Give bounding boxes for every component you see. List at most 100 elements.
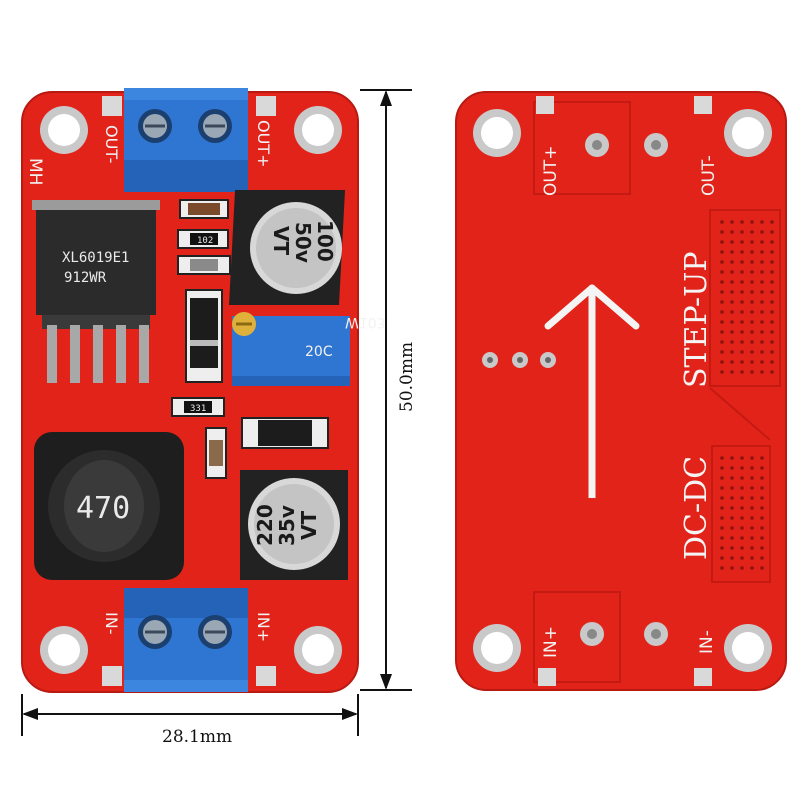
via-dot — [750, 290, 754, 294]
mounting-hole — [724, 624, 772, 672]
mounting-hole — [40, 626, 88, 674]
via-dot — [750, 240, 754, 244]
via-dot — [720, 260, 724, 264]
front-mh-label: MH — [25, 158, 45, 185]
via-dot — [720, 310, 724, 314]
via-dot — [740, 330, 744, 334]
via-dot — [750, 506, 754, 510]
back-in-plus-label: IN+ — [541, 626, 561, 658]
via-dot — [770, 320, 774, 324]
dc-dc-label: DC-DC — [679, 456, 714, 560]
via-dot — [730, 240, 734, 244]
via-dot — [720, 220, 724, 224]
via-dot — [750, 360, 754, 364]
pot-marking-line2: 20C — [305, 344, 333, 360]
back-in-minus-label: IN- — [697, 630, 717, 654]
via-dot — [750, 280, 754, 284]
mounting-hole — [473, 624, 521, 672]
front-in-minus-label: IN- — [102, 612, 121, 634]
via-dot — [730, 496, 734, 500]
via-dot — [760, 270, 764, 274]
via-dot — [750, 250, 754, 254]
input-terminal-block — [124, 588, 248, 692]
via-dot — [740, 320, 744, 324]
via-dot — [730, 536, 734, 540]
via-dot — [720, 566, 724, 570]
via-dot — [760, 310, 764, 314]
via-dot — [750, 300, 754, 304]
via-dot — [730, 516, 734, 520]
via-dot — [720, 290, 724, 294]
via-dot — [740, 370, 744, 374]
schottky-diode — [185, 289, 223, 383]
via-dot — [730, 350, 734, 354]
via-dot — [730, 546, 734, 550]
via-dot — [770, 350, 774, 354]
via-dot — [730, 290, 734, 294]
front-board: OUT- OUT+ MH XL6019E1 912WR 102 — [21, 88, 386, 693]
via-dot — [750, 456, 754, 460]
via-dot — [750, 340, 754, 344]
via-dot — [740, 310, 744, 314]
via-dot — [720, 240, 724, 244]
smd-diode — [241, 417, 329, 449]
smd-resistor: 102 — [177, 229, 229, 249]
via-dot — [750, 330, 754, 334]
via-dot — [740, 516, 744, 520]
cap-bottom-series: VT — [297, 511, 321, 540]
via-dot — [760, 360, 764, 364]
front-in-plus-label: IN+ — [254, 612, 273, 642]
via-dot — [720, 320, 724, 324]
via-dot — [720, 486, 724, 490]
via-dot — [770, 230, 774, 234]
via-dot — [740, 476, 744, 480]
via-dot — [740, 250, 744, 254]
via-field — [720, 220, 774, 570]
step-up-label: STEP-UP — [679, 251, 714, 388]
resistor-marking: 102 — [197, 236, 213, 246]
via-dot — [720, 250, 724, 254]
via-dot — [730, 340, 734, 344]
via-dot — [740, 350, 744, 354]
via-dot — [720, 370, 724, 374]
via-dot — [730, 220, 734, 224]
width-dimension: 28.1mm — [21, 694, 359, 747]
via-dot — [730, 250, 734, 254]
mounting-hole — [294, 626, 342, 674]
via-dot — [760, 546, 764, 550]
resistor-marking-331: 331 — [190, 404, 206, 414]
via-dot — [740, 340, 744, 344]
via-dot — [730, 556, 734, 560]
via-dot — [740, 526, 744, 530]
via-dot — [750, 270, 754, 274]
via-dot — [770, 280, 774, 284]
via-dot — [760, 300, 764, 304]
chip-marking-line1: XL6019E1 — [62, 250, 129, 266]
via-dot — [760, 526, 764, 530]
via-dot — [720, 360, 724, 364]
smd-resistor — [179, 199, 229, 219]
via-dot — [730, 506, 734, 510]
via-dot — [770, 370, 774, 374]
via-dot — [740, 260, 744, 264]
via-dot — [750, 320, 754, 324]
via-dot — [750, 536, 754, 540]
cap-top-voltage: 50v — [291, 222, 315, 263]
via-dot — [720, 556, 724, 560]
cap-top-series: VT — [269, 226, 293, 255]
via-dot — [740, 546, 744, 550]
cap-bottom-voltage: 35v — [275, 505, 299, 546]
output-capacitor: 100 50v VT — [229, 190, 346, 305]
via-dot — [720, 496, 724, 500]
via-dot — [740, 270, 744, 274]
via-dot — [750, 516, 754, 520]
via-dot — [740, 506, 744, 510]
via-dot — [720, 536, 724, 540]
via-dot — [740, 466, 744, 470]
via-dot — [770, 220, 774, 224]
via-dot — [760, 506, 764, 510]
via-dot — [720, 526, 724, 530]
via-dot — [760, 250, 764, 254]
via-dot — [740, 456, 744, 460]
